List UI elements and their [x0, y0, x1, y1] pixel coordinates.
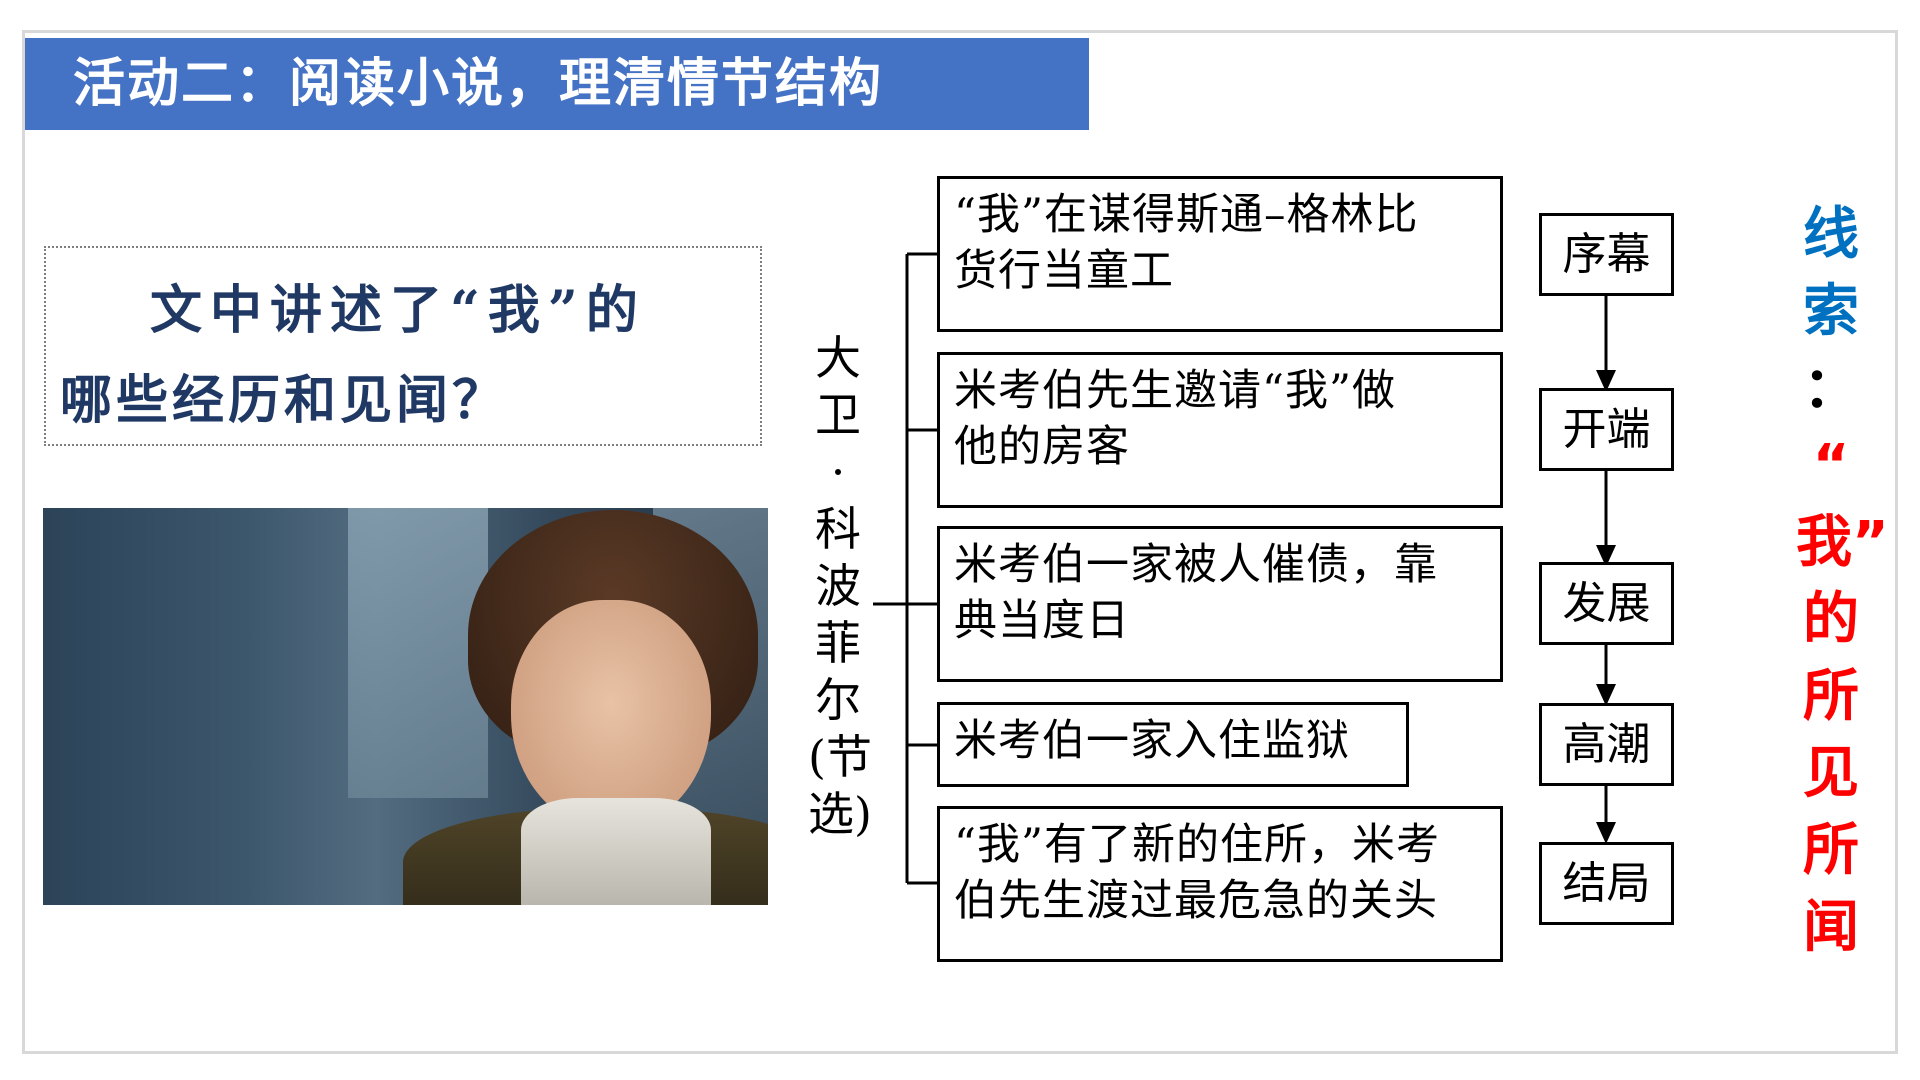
- stage-climax: 高潮: [1539, 703, 1674, 786]
- stage-development: 发展: [1539, 562, 1674, 645]
- stage-prologue: 序幕: [1539, 213, 1674, 296]
- event-box-2: 米考伯先生邀请“我”做 他的房客: [937, 352, 1503, 508]
- event-1-line-1: “我”在谋得斯通–格林比: [954, 190, 1419, 240]
- clue-rest: 的所见所闻: [1803, 587, 1859, 960]
- boy-scarf: [521, 798, 711, 905]
- flow-arrowhead: [1596, 822, 1616, 844]
- event-box-3: 米考伯一家被人催债，靠 典当度日: [937, 526, 1503, 682]
- question-box: 文中讲述了“我”的 哪些经历和见闻？: [44, 246, 762, 446]
- event-3-line-1: 米考伯一家被人催债，靠: [954, 540, 1438, 590]
- clue-colon: ：: [1803, 356, 1859, 421]
- slide-title: 活动二：阅读小说，理清情节结构: [25, 38, 1089, 130]
- slide-frame: [22, 30, 1898, 1054]
- event-2-line-2: 他的房客: [954, 422, 1130, 472]
- clue-label: 线索: [1803, 202, 1859, 344]
- movie-still-image: [43, 508, 768, 905]
- novel-title-vertical: 大卫·科波菲尔(节选): [808, 331, 872, 841]
- stage-beginning: 开端: [1539, 388, 1674, 471]
- question-line-1: 文中讲述了“我”的: [150, 280, 646, 341]
- stage-ending: 结局: [1539, 842, 1674, 925]
- flow-arrowhead: [1596, 545, 1616, 567]
- event-2-line-1: 米考伯先生邀请“我”做: [954, 366, 1396, 416]
- clue-wo: 我”: [1796, 510, 1889, 575]
- clue-vertical-text: 线索 ： “ 我” 的所见所闻: [1776, 196, 1889, 966]
- event-3-line-2: 典当度日: [954, 596, 1130, 646]
- event-1-line-2: 货行当童工: [954, 246, 1174, 296]
- event-4-line-1: 米考伯一家入住监狱: [954, 716, 1350, 766]
- event-box-5: “我”有了新的住所，米考 伯先生渡过最危急的关头: [937, 806, 1503, 962]
- flow-arrowhead: [1596, 684, 1616, 706]
- event-box-4: 米考伯一家入住监狱: [937, 702, 1409, 787]
- clue-quote-open: “: [1812, 433, 1850, 498]
- boy-face: [511, 600, 711, 830]
- flow-arrowhead: [1596, 370, 1616, 392]
- event-box-1: “我”在谋得斯通–格林比 货行当童工: [937, 176, 1503, 332]
- question-line-2: 哪些经历和见闻？: [60, 370, 509, 431]
- event-5-line-1: “我”有了新的住所，米考: [954, 820, 1440, 870]
- event-5-line-2: 伯先生渡过最危急的关头: [954, 876, 1438, 926]
- window-light: [348, 508, 488, 798]
